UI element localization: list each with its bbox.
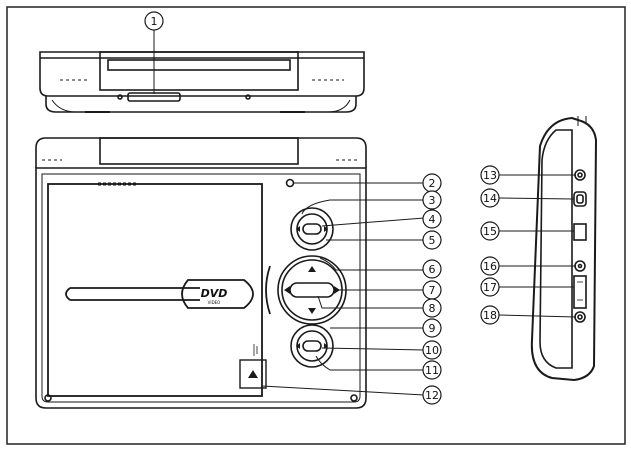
svg-text:5: 5 — [429, 234, 436, 247]
top-dial — [290, 207, 334, 251]
svg-text:2: 2 — [429, 177, 436, 190]
callout-9: 9 — [422, 318, 442, 338]
svg-text:3: 3 — [429, 194, 436, 207]
callout-4: 4 — [422, 209, 442, 229]
callout-10: 10 — [422, 340, 442, 360]
dvd-logo-text: DVD — [201, 287, 228, 300]
svg-text:4: 4 — [429, 213, 436, 226]
callout-12: 12 — [422, 385, 442, 405]
callout-3: 3 — [422, 190, 442, 210]
svg-text:17: 17 — [483, 281, 497, 294]
svg-text:14: 14 — [483, 192, 497, 205]
callouts: 1 2 3 4 5 6 7 8 9 10 11 12 13 14 15 — [144, 11, 500, 405]
dvd-logo-subtext: VIDEO — [208, 300, 221, 305]
svg-text:18: 18 — [483, 309, 497, 322]
callout-15: 15 — [480, 221, 500, 241]
callout-17: 17 — [480, 277, 500, 297]
callout-14: 14 — [480, 188, 500, 208]
callout-5: 5 — [422, 230, 442, 250]
dvd-badge — [181, 279, 254, 309]
open-button — [239, 359, 267, 389]
callout-13: 13 — [480, 165, 500, 185]
svg-text:15: 15 — [483, 225, 497, 238]
svg-text:11: 11 — [425, 364, 439, 377]
svg-text:8: 8 — [429, 302, 436, 315]
callout-6: 6 — [422, 259, 442, 279]
svg-text:9: 9 — [429, 322, 436, 335]
callout-2: 2 — [422, 173, 442, 193]
callout-8: 8 — [422, 298, 442, 318]
svg-text:13: 13 — [483, 169, 497, 182]
svg-text:10: 10 — [425, 344, 439, 357]
side-view — [530, 116, 598, 382]
leader-lines — [153, 30, 577, 396]
front-view — [35, 137, 367, 409]
callout-11: 11 — [422, 360, 442, 380]
svg-text:1: 1 — [151, 15, 158, 28]
svg-text:12: 12 — [425, 389, 439, 402]
callout-1: 1 — [144, 11, 164, 31]
callout-18: 18 — [480, 305, 500, 325]
diagram-frame — [6, 6, 626, 445]
top-view — [39, 51, 365, 113]
callout-16: 16 — [480, 256, 500, 276]
svg-text:16: 16 — [483, 260, 497, 273]
bottom-dial — [290, 324, 334, 368]
svg-text:6: 6 — [429, 263, 436, 276]
power-led — [285, 178, 295, 188]
callout-7: 7 — [422, 280, 442, 300]
svg-text:7: 7 — [429, 284, 436, 297]
